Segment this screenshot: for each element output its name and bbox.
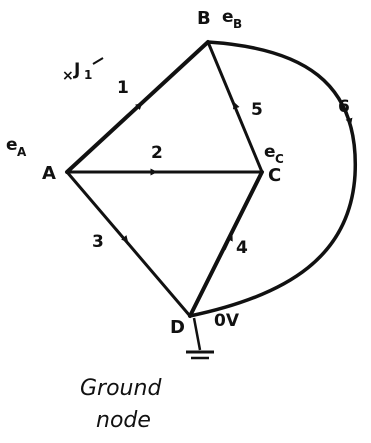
branch-5-arrow bbox=[232, 101, 241, 119]
node-c-label: C bbox=[268, 165, 281, 186]
branch-3-arrow bbox=[115, 227, 129, 243]
current-annotation: × J 1 bbox=[62, 57, 104, 84]
caption-line-2: node bbox=[96, 408, 151, 433]
branch-6 bbox=[188, 40, 357, 318]
branch-6-label: 6 bbox=[338, 97, 350, 117]
node-b-voltage: e B bbox=[222, 7, 242, 31]
node-b-label: B bbox=[197, 8, 211, 29]
node-d-voltage: 0V bbox=[214, 311, 240, 331]
branch-5 bbox=[206, 40, 264, 174]
svg-text:e: e bbox=[6, 135, 18, 155]
node-d-label: D bbox=[170, 317, 185, 338]
caption-line-1: Ground bbox=[80, 376, 162, 401]
branch-3 bbox=[65, 170, 192, 318]
branch-1 bbox=[65, 40, 210, 174]
branch-3-label: 3 bbox=[92, 232, 104, 252]
branch-4-arrow bbox=[224, 233, 233, 251]
svg-text:e: e bbox=[264, 142, 276, 162]
svg-text:×: × bbox=[62, 68, 74, 84]
current-subscript: 1 bbox=[84, 68, 92, 82]
current-label: J bbox=[73, 60, 80, 80]
ground-symbol bbox=[186, 317, 214, 360]
branch-1-label: 1 bbox=[117, 78, 129, 98]
branch-4-label: 4 bbox=[236, 238, 248, 258]
svg-text:B: B bbox=[233, 17, 242, 31]
branch-4 bbox=[188, 170, 264, 318]
node-a-label: A bbox=[42, 163, 56, 184]
branch-6-arrow bbox=[345, 107, 353, 126]
node-a-voltage: e A bbox=[6, 135, 27, 159]
branch-1-arrow bbox=[127, 102, 143, 117]
branch-2-label: 2 bbox=[151, 143, 163, 163]
svg-text:A: A bbox=[17, 145, 27, 159]
svg-text:e: e bbox=[222, 7, 234, 27]
node-c-voltage: e C bbox=[264, 142, 284, 166]
branch-5-label: 5 bbox=[251, 100, 263, 120]
svg-text:C: C bbox=[275, 152, 284, 166]
